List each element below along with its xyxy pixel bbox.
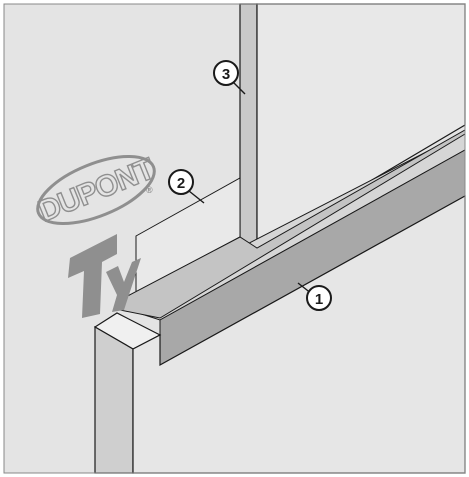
leader-line-2 <box>188 190 205 204</box>
tyvek-mark-y <box>106 258 141 312</box>
callout-1-label: 1 <box>315 291 323 308</box>
leader-line-3 <box>232 81 246 95</box>
callout-3-circle <box>213 60 239 86</box>
callout-3-label: 3 <box>222 66 230 83</box>
logo-oval <box>36 155 156 225</box>
callout-2-label: 2 <box>177 175 185 192</box>
upper-board-edge <box>239 3 258 250</box>
tyvek-mark <box>68 234 141 318</box>
callout-1-circle <box>306 285 332 311</box>
tyvek-mark-t <box>68 234 117 318</box>
lower-board-side <box>94 325 134 474</box>
logo-registered-mark: ® <box>146 185 153 195</box>
diagram-frame <box>3 3 466 474</box>
callout-2-circle <box>168 169 194 195</box>
